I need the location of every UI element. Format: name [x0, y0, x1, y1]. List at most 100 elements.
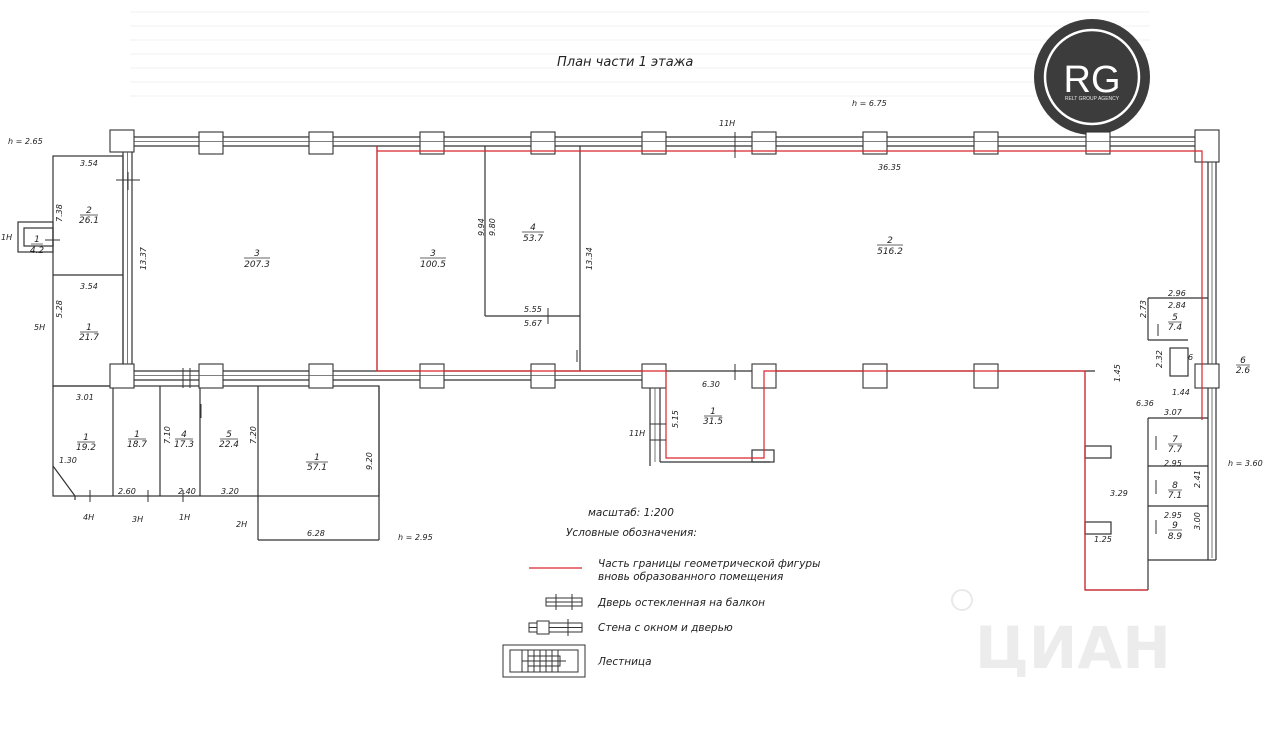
dimension: 1.45 [1113, 364, 1122, 382]
dimension: 2.96 [1168, 289, 1186, 298]
svg-text:21.7: 21.7 [79, 333, 99, 343]
dimension: 2.84 [1168, 301, 1186, 310]
dimension: 3.54 [80, 282, 98, 291]
room-label: 57.4 [1168, 313, 1183, 333]
room-label: 131.5 [703, 407, 723, 427]
logo-letters: RG [1064, 59, 1121, 101]
logo-tagline: RELT GROUP AGENCY [1065, 96, 1120, 102]
height-bottom: h = 2.95 [398, 533, 433, 542]
svg-text:207.3: 207.3 [244, 260, 270, 270]
dimension: 9.20 [365, 452, 374, 470]
dimension: 13.37 [139, 246, 148, 270]
rg-logo: RG RELT GROUP AGENCY [1034, 19, 1150, 135]
dimension: 7.10 [163, 426, 172, 444]
dimension: 6.30 [702, 380, 720, 389]
svg-text:7.7: 7.7 [1168, 445, 1183, 455]
svg-text:2: 2 [86, 206, 92, 216]
room-label: 226.1 [79, 206, 99, 226]
dimension: 5.55 [524, 305, 542, 314]
dimension: 6.36 [1136, 399, 1154, 408]
dimension: 5.28 [55, 300, 64, 318]
svg-text:17.3: 17.3 [174, 440, 194, 450]
wall-piers [109, 129, 1220, 389]
opening-code: 4Н [83, 513, 94, 522]
dimension: 1.25 [1094, 535, 1112, 544]
height-top: h = 6.75 [852, 99, 887, 108]
room-label: 98.9 [1168, 521, 1183, 542]
room-label: 77.7 [1168, 435, 1183, 455]
svg-text:1: 1 [34, 235, 40, 245]
opening-code: 1Н [1, 233, 12, 242]
dimension: 9.80 [488, 218, 497, 236]
dimension: 2.95 [1164, 511, 1182, 520]
dimension: 2.40 [178, 487, 196, 496]
svg-text:31.5: 31.5 [703, 417, 723, 427]
dimension: 7.20 [249, 426, 258, 444]
opening-code: 3Н [132, 515, 143, 524]
plan-title: План части 1 этажа [557, 55, 693, 70]
room-label: 157.1 [306, 453, 328, 473]
svg-text:5: 5 [226, 430, 232, 440]
svg-text:7.1: 7.1 [1168, 491, 1182, 501]
stairs-symbol [502, 644, 586, 678]
dimension: 36.35 [878, 163, 901, 172]
dimension: 1.44 [1172, 388, 1190, 397]
svg-text:9: 9 [1172, 521, 1178, 531]
legend-item-boundary: Часть границы геометрической фигуры внов… [529, 558, 820, 583]
opening-code: 2Н [236, 520, 247, 529]
dimension: 5.67 [524, 319, 543, 328]
dimension: 6.28 [307, 529, 325, 538]
svg-text:3: 3 [430, 249, 436, 259]
svg-text:53.7: 53.7 [523, 234, 543, 244]
svg-text:57.1: 57.1 [307, 463, 327, 473]
height-left: h = 2.65 [8, 137, 43, 146]
dimension: 3.00 [1193, 512, 1202, 530]
dimension: 2.41 [1193, 470, 1202, 488]
dimension: 1.30 [59, 456, 77, 465]
svg-text:1: 1 [134, 430, 140, 440]
windows [127, 141, 1213, 558]
svg-text:4: 4 [181, 430, 187, 440]
watermark-text: ЦИАН [975, 614, 1171, 682]
wall-window-symbol [528, 619, 583, 636]
svg-text:5: 5 [1172, 313, 1178, 323]
room-label: 453.7 [522, 223, 544, 244]
opening-code: 11Н [629, 429, 645, 438]
svg-text:18.7: 18.7 [127, 440, 147, 450]
room-label: 119.2 [76, 433, 96, 453]
door-ticks [45, 132, 1159, 534]
svg-text:26.1: 26.1 [79, 216, 99, 226]
svg-text:2.6: 2.6 [1236, 366, 1251, 376]
dimension: 3.01 [76, 393, 94, 402]
opening-code: 1Н [179, 513, 190, 522]
svg-text:1: 1 [710, 407, 716, 417]
svg-text:22.4: 22.4 [219, 440, 239, 450]
svg-text:1: 1 [86, 323, 92, 333]
svg-text:516.2: 516.2 [877, 247, 903, 257]
dimension: 13.34 [585, 247, 594, 270]
room-label: 87.1 [1168, 481, 1182, 501]
svg-text:3: 3 [254, 249, 260, 259]
opening-code: 5Н [34, 323, 45, 332]
svg-text:1: 1 [83, 433, 89, 443]
dimension: 5.15 [671, 410, 680, 428]
background-hatch [130, 11, 1150, 97]
svg-text:4.2: 4.2 [30, 246, 45, 256]
legend-text: Лестница [597, 656, 652, 668]
svg-text:8.9: 8.9 [1168, 532, 1183, 542]
opening-codes: 1Н 5Н 4Н 3Н 1Н 2Н 11Н 11Н [1, 119, 735, 529]
legend-item-glazed-door: Дверь остекленная на балкон [545, 594, 765, 610]
dimension: 9.94 [477, 218, 486, 236]
legend-text: Дверь остекленная на балкон [597, 597, 765, 609]
room-label: 62.6 [1236, 356, 1251, 376]
room-label: 121.7 [79, 323, 99, 343]
new-room-boundary [376, 146, 1203, 591]
legend-text: Стена с окном и дверью [598, 622, 733, 634]
opening-code: 11Н [719, 119, 735, 128]
svg-text:7: 7 [1172, 435, 1178, 445]
legend-text: Часть границы геометрической фигуры [598, 558, 820, 570]
